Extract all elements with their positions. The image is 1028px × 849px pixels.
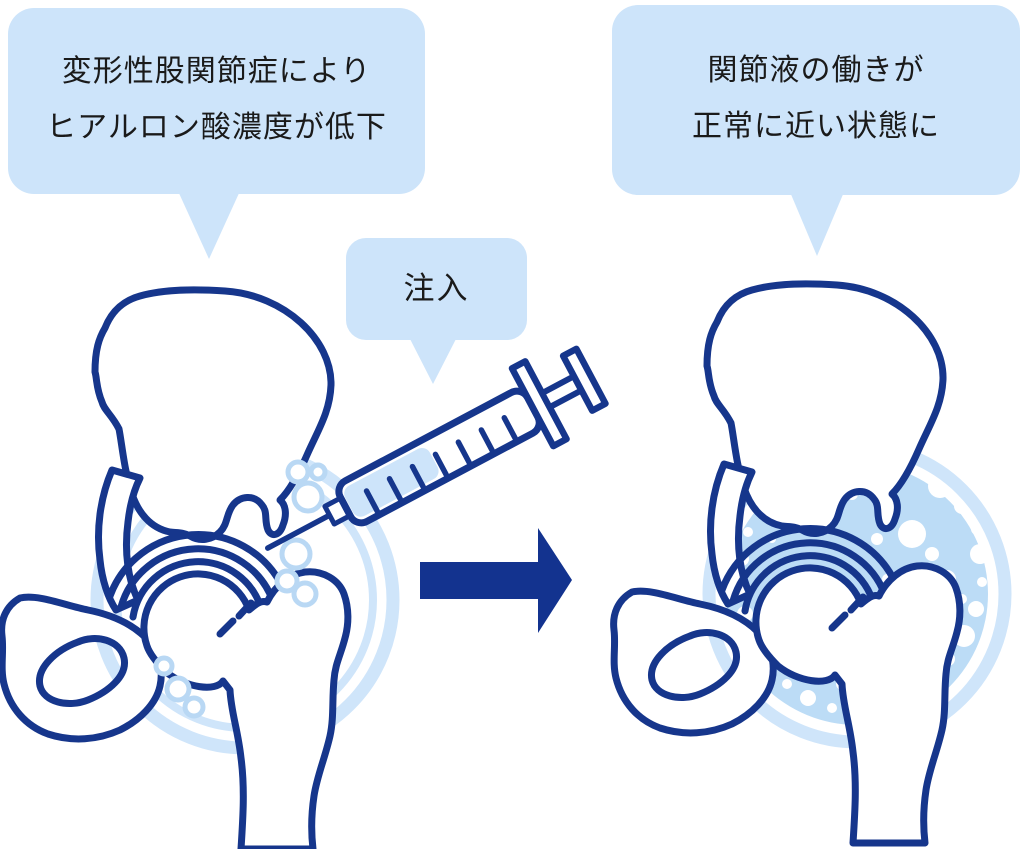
syringe-needle xyxy=(265,508,340,551)
speech-bubble-injection: 注入 xyxy=(346,238,527,384)
arrow-right-icon xyxy=(420,528,572,633)
speech-bubble-after-text: 関節液の働きが 正常に近い状態に xyxy=(612,5,1020,155)
after-text-line2: 正常に近い状態に xyxy=(692,109,940,144)
syringe-icon xyxy=(265,345,609,551)
hip-joint-before-illustration xyxy=(2,290,400,849)
after-text-line1: 関節液の働きが xyxy=(707,53,925,88)
speech-bubble-tail xyxy=(790,192,844,256)
speech-bubble-before-text: 変形性股関節症により ヒアルロン酸濃度が低下 xyxy=(8,8,425,156)
before-text-line2: ヒアルロン酸濃度が低下 xyxy=(46,110,387,145)
syringe-plunger-cap xyxy=(559,345,609,414)
before-text-line1: 変形性股関節症により xyxy=(61,54,372,89)
speech-bubble-before: 変形性股関節症により ヒアルロン酸濃度が低下 xyxy=(8,8,425,259)
speech-bubble-tail xyxy=(178,191,240,259)
speech-bubble-tail xyxy=(409,337,457,384)
hip-joint-after-illustration xyxy=(614,284,1012,843)
speech-bubble-after: 関節液の働きが 正常に近い状態に xyxy=(612,5,1020,256)
injection-label: 注入 xyxy=(403,271,470,307)
sparse-hyaluronic-bubbles xyxy=(153,459,328,719)
syringe-scale-ticks xyxy=(363,415,518,515)
